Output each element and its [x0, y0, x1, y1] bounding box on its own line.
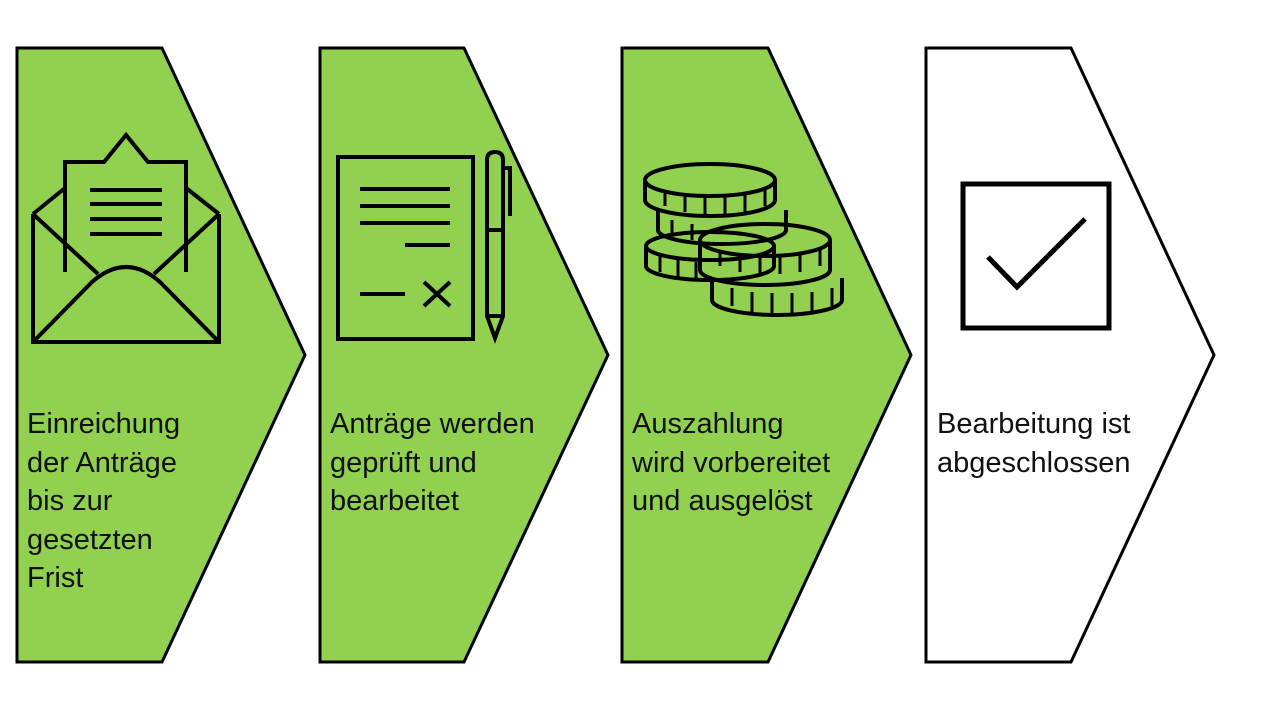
- step-2-chevron: [318, 46, 610, 664]
- open-envelope-letter-icon: [31, 131, 221, 344]
- step-label-line: geprüft und: [330, 446, 477, 479]
- step-3-label: Auszahlung wird vorbereitet und ausgelöst: [632, 405, 830, 521]
- step-label-line: gesetzten: [27, 523, 153, 556]
- step-4-chevron: [924, 46, 1216, 664]
- step-label-line: Frist: [27, 562, 84, 594]
- checkbox-checked-icon: [960, 181, 1112, 331]
- coins-stack-icon: [643, 162, 844, 317]
- step-label-line: und ausgelöst: [632, 485, 813, 517]
- step-label-line: wird vorbereitet: [632, 446, 831, 479]
- step-1-chevron: [15, 46, 307, 664]
- step-label-line: Auszahlung: [632, 408, 784, 440]
- step-label-line: Bearbeitung ist: [937, 408, 1131, 440]
- step-3-chevron: [620, 46, 913, 664]
- step-label-line: der Anträge: [27, 446, 177, 479]
- step-label-line: bis zur: [27, 485, 113, 517]
- step-label-line: Einreichung: [27, 408, 181, 440]
- step-label-line: bearbeitet: [330, 485, 459, 517]
- document-pen-icon: [336, 149, 512, 344]
- step-label-line: abgeschlossen: [937, 446, 1131, 479]
- step-label-line: Anträge werden: [330, 408, 535, 440]
- step-4-label: Bearbeitung ist abgeschlossen: [937, 405, 1130, 482]
- step-2-label: Anträge werden geprüft und bearbeitet: [330, 405, 535, 521]
